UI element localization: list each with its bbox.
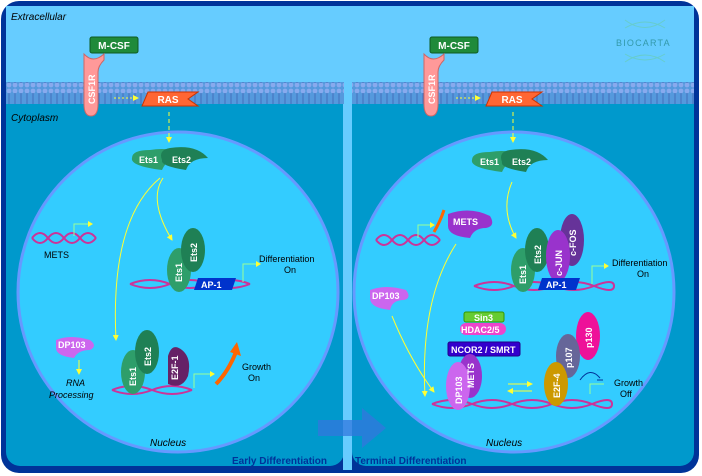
svg-text:p130: p130: [584, 327, 594, 348]
ras-right: RAS: [485, 91, 544, 107]
svg-text:Ets1: Ets1: [480, 157, 499, 167]
dp103-right: DP103: [370, 287, 409, 310]
ets-ap1-complex-right: Ets1 Ets2 c-JUN c-FOS AP-1 Differentiati…: [473, 214, 667, 292]
extracellular-region: [6, 6, 344, 86]
svg-text:Sin3: Sin3: [474, 313, 493, 323]
ets-ap1-complex-left: Ets1 Ets2 AP-1 Differentiation On: [129, 228, 314, 292]
svg-text:Ets2: Ets2: [143, 347, 153, 366]
svg-text:CSF1R: CSF1R: [87, 74, 97, 104]
svg-text:p107: p107: [564, 347, 574, 368]
svg-text:Growth: Growth: [242, 362, 271, 372]
svg-text:RNA: RNA: [66, 378, 85, 388]
svg-text:DP103: DP103: [372, 291, 400, 301]
logo-text: BIOCARTA: [616, 38, 671, 48]
ets-e2f1-complex-left: Ets1 Ets2 E2F-1 Growth On: [111, 330, 271, 395]
mcsf-left: M-CSF: [89, 36, 139, 54]
arrow-ets-ap1-right: [506, 181, 517, 239]
svg-text:Ets1: Ets1: [128, 367, 138, 386]
svg-text:E2F-4: E2F-4: [552, 373, 562, 398]
transition-arrow-icon: [318, 408, 386, 448]
svg-text:HDAC2/5: HDAC2/5: [461, 325, 500, 335]
svg-text:METS: METS: [44, 250, 69, 260]
svg-text:NCOR2 / SMRT: NCOR2 / SMRT: [451, 345, 516, 355]
svg-text:METS: METS: [453, 217, 478, 227]
svg-text:DP103: DP103: [58, 340, 86, 350]
svg-text:Off: Off: [620, 389, 632, 399]
corepressor-complex: Sin3 HDAC2/5 NCOR2 / SMRT: [447, 311, 521, 357]
nucleus-right: [352, 130, 676, 454]
ras-left: RAS: [141, 91, 200, 107]
mcsf-right: M-CSF: [429, 36, 479, 54]
svg-text:DP103: DP103: [454, 376, 464, 404]
svg-text:RAS: RAS: [157, 95, 178, 106]
label-extracellular: Extracellular: [11, 12, 67, 23]
panel-divider: [343, 6, 352, 470]
svg-text:Ets2: Ets2: [512, 157, 531, 167]
dp103-mets-complex: DP103 METS: [431, 354, 613, 410]
caption-early: Early Differentiation: [232, 456, 327, 467]
svg-text:RAS: RAS: [501, 95, 522, 106]
ets-dimer-left: Ets1 Ets2: [131, 147, 208, 170]
arrow-dp103-complex: [391, 315, 435, 393]
label-nucleus-right: Nucleus: [486, 438, 522, 449]
svg-text:c-JUN: c-JUN: [554, 250, 564, 276]
svg-text:Ets1: Ets1: [174, 263, 184, 282]
mets-protein-right: METS: [448, 210, 493, 238]
mets-gene-left: METS: [31, 221, 97, 260]
svg-text:Ets1: Ets1: [139, 155, 158, 165]
svg-text:M-CSF: M-CSF: [98, 41, 130, 52]
svg-text:Ets2: Ets2: [533, 245, 543, 264]
svg-text:METS: METS: [466, 363, 476, 388]
label-cytoplasm: Cytoplasm: [11, 113, 58, 124]
biocarta-logo: BIOCARTA: [616, 19, 671, 63]
mets-gene-right: [375, 209, 446, 246]
svg-text:Ets1: Ets1: [518, 265, 528, 284]
svg-text:Growth: Growth: [614, 378, 643, 388]
nucleus-left: [16, 130, 340, 454]
svg-text:AP-1: AP-1: [201, 280, 222, 290]
svg-text:c-FOS: c-FOS: [568, 229, 578, 256]
svg-text:E2F-1: E2F-1: [170, 355, 180, 380]
svg-text:Ets2: Ets2: [189, 243, 199, 262]
e2f4-p107-p130-complex: p130 p107 E2F-4 Growth Off: [544, 312, 643, 406]
arrow-mets-complex: [421, 243, 457, 397]
arrow-ets-ap1-left: [156, 177, 173, 241]
svg-text:CSF1R: CSF1R: [427, 74, 437, 104]
csf1r-left: CSF1R: [83, 52, 105, 117]
svg-text:On: On: [284, 265, 296, 275]
svg-text:Differentiation: Differentiation: [259, 254, 314, 264]
caption-terminal: Terminal Differentiation: [355, 456, 467, 467]
label-nucleus-left: Nucleus: [150, 438, 186, 449]
svg-text:M-CSF: M-CSF: [438, 41, 470, 52]
dp103-left: DP103 RNA Processing: [49, 337, 94, 400]
svg-text:Differentiation: Differentiation: [612, 258, 667, 268]
csf1r-right: CSF1R: [423, 52, 445, 117]
ets-dimer-right: Ets1 Ets2: [471, 149, 548, 172]
svg-text:AP-1: AP-1: [546, 280, 567, 290]
svg-text:Processing: Processing: [49, 390, 94, 400]
svg-text:On: On: [248, 373, 260, 383]
svg-text:On: On: [637, 269, 649, 279]
arrow-ets-e2f-left: [112, 177, 161, 341]
svg-text:Ets2: Ets2: [172, 155, 191, 165]
